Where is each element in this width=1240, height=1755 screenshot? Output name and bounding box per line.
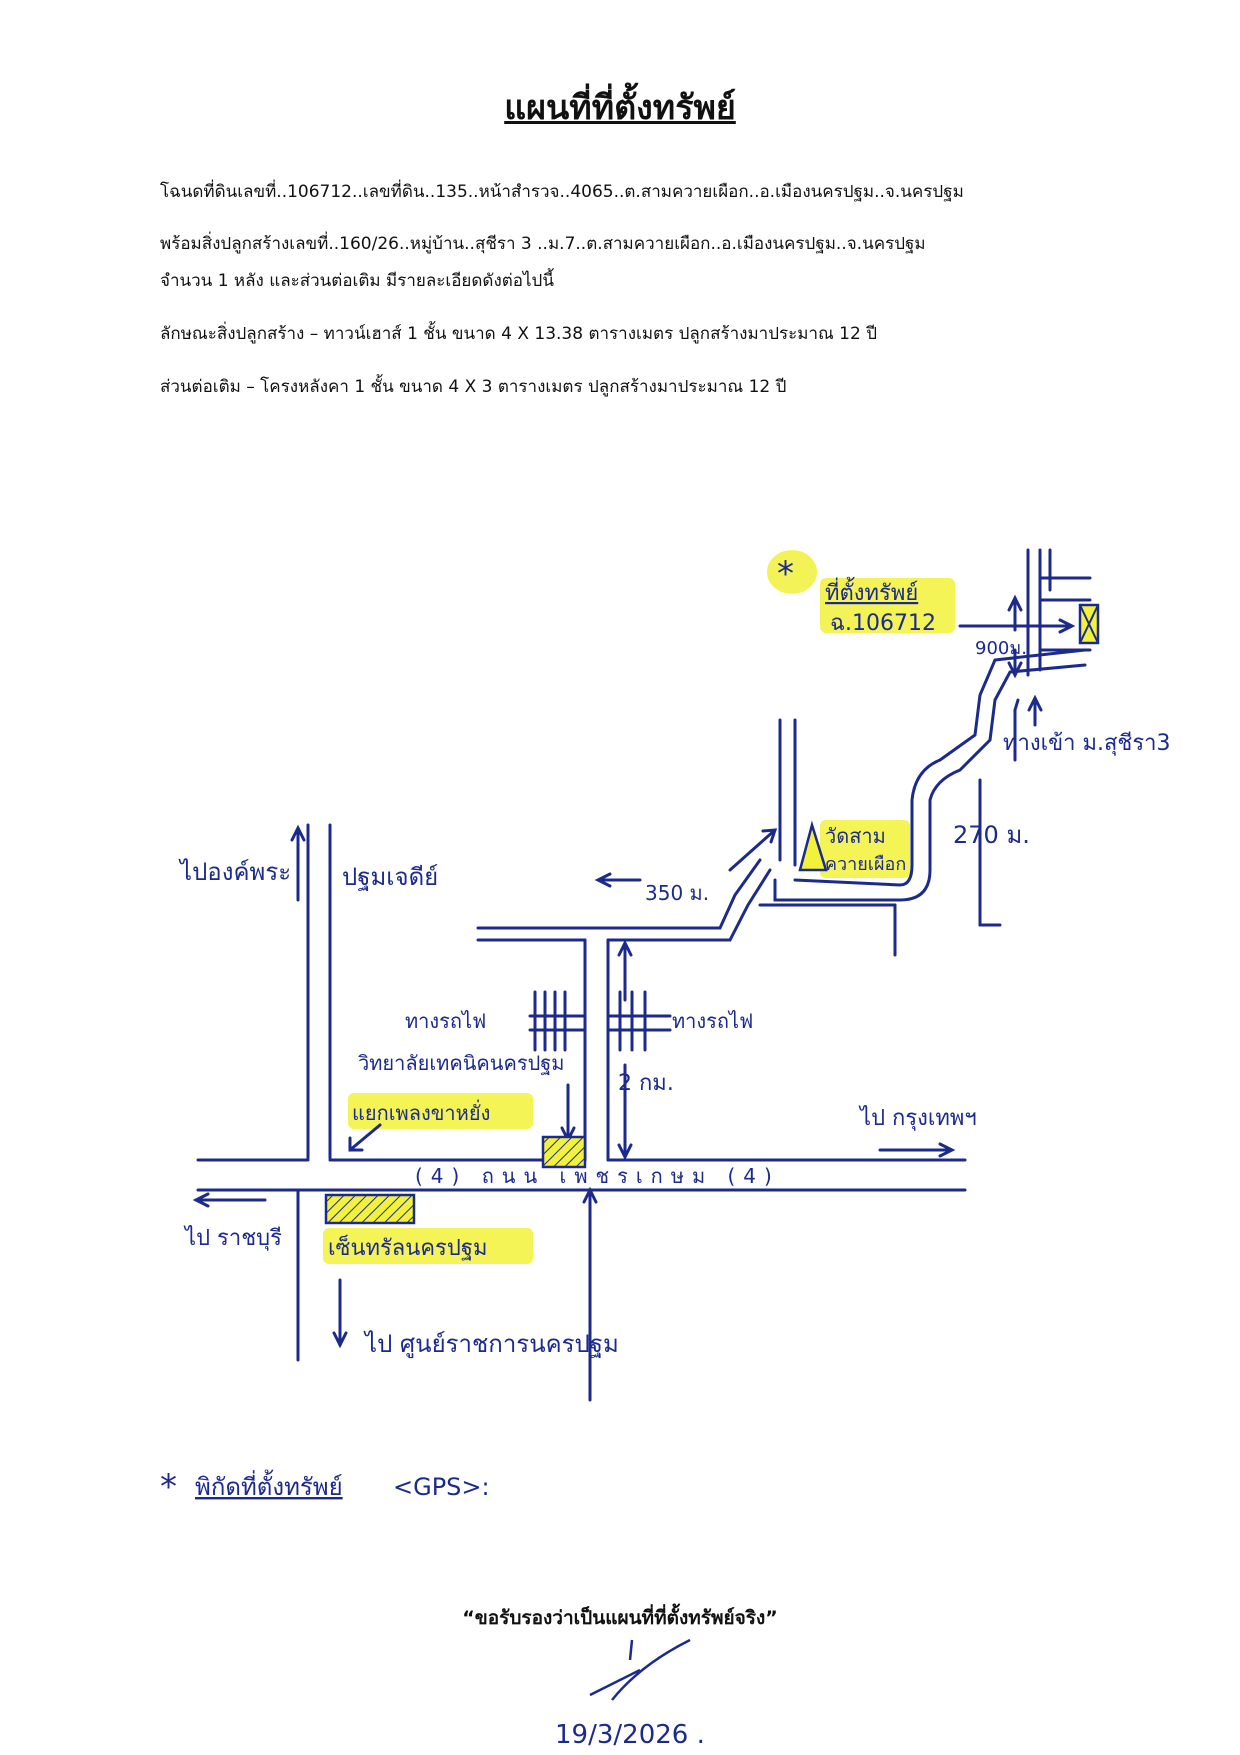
extension-line: ส่วนต่อเติม – โครงหลังคา 1 ชั้น ขนาด 4 X… xyxy=(160,377,787,397)
temple-label-2: ควายเผือก xyxy=(825,854,906,875)
temple-icon xyxy=(798,820,828,872)
railway-label-left: ทางรถไฟ xyxy=(405,1009,486,1033)
building-type-line: ลักษณะสิ่งปลูกสร้าง – ทาวน์เฮาส์ 1 ชั้น … xyxy=(160,324,878,344)
railway-label-right: ทางรถไฟ xyxy=(672,1009,753,1033)
pathom-chedi-label: ปฐมเจดีย์ xyxy=(342,863,438,891)
page-title: แผนที่ที่ตั้งทรัพย์ xyxy=(504,88,736,128)
highlights xyxy=(323,550,955,1264)
asterisk-icon: * xyxy=(160,1467,177,1507)
road-name-label: (4) ถนน เพชรเกษม (4) xyxy=(415,1164,780,1188)
signature-date: 19/3/2026 . xyxy=(555,1720,705,1750)
junction-label: แยกเพลงขาหยั่ง xyxy=(352,1099,490,1125)
building-info-line: พร้อมสิ่งปลูกสร้างเลขที่..160/26..หมู่บ้… xyxy=(160,234,926,254)
quantity-line: จำนวน 1 หลัง และส่วนต่อเติม มีรายละเอียด… xyxy=(160,271,554,291)
gps-label: พิกัดที่ตั้งทรัพย์ xyxy=(195,1469,343,1501)
certification-text: “ขอรับรองว่าเป็นแผนที่ที่ตั้งทรัพย์จริง” xyxy=(462,1607,778,1629)
distance-2km: 2 กม. xyxy=(618,1071,674,1096)
property-label: ที่ตั้งทรัพย์ xyxy=(825,577,918,606)
gps-suffix: <GPS>: xyxy=(393,1473,490,1501)
village-entrance-label: ทางเข้า ม.สุชีรา3 xyxy=(1003,731,1171,756)
signature xyxy=(589,1638,691,1701)
central-label: เซ็นทรัลนครปฐม xyxy=(328,1233,487,1261)
asterisk-icon: * xyxy=(777,554,794,594)
to-govt-center-label: ไป ศูนย์ราชการนครปฐม xyxy=(363,1330,619,1359)
deed-label: ฉ.106712 xyxy=(830,611,936,636)
to-phra-pathom-label: ไปองค์พระ xyxy=(178,858,291,886)
distance-350: 350 ม. xyxy=(645,881,709,905)
to-ratchaburi-label: ไป ราชบุรี xyxy=(183,1225,282,1251)
college-label: วิทยาลัยเทคนิคนครปฐม xyxy=(358,1051,565,1075)
deed-info-line: โฉนดที่ดินเลขที่..106712..เลขที่ดิน..135… xyxy=(160,182,964,202)
temple-label: วัดสาม xyxy=(825,824,886,848)
distance-270: 270 ม. xyxy=(953,821,1030,849)
distance-900: 900ม. xyxy=(975,638,1027,659)
to-bangkok-label: ไป กรุงเทพฯ xyxy=(858,1105,977,1131)
roads xyxy=(192,548,1092,1402)
